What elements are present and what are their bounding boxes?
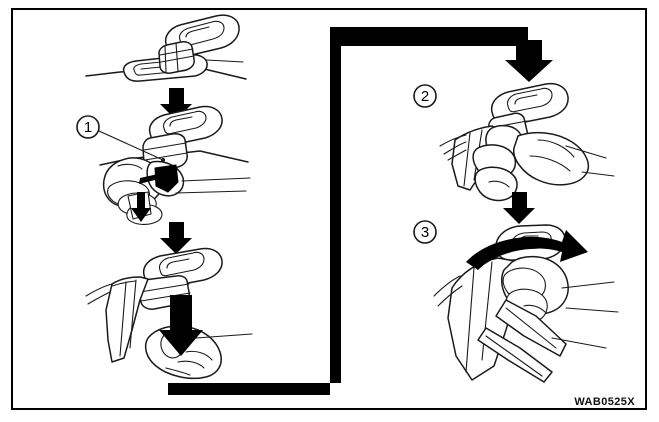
callout-3-label: 3: [421, 224, 429, 241]
arm-line-5a: [561, 281, 615, 289]
latch-neck-edge-4: [175, 42, 179, 72]
belt-webbing: [105, 276, 149, 363]
callout-2-label: 2: [421, 88, 429, 105]
panel-hand-press-release: 1: [76, 105, 251, 225]
finger-grip-3: [474, 166, 518, 202]
callout-3-circle: [413, 220, 437, 244]
arm-line-4a: [565, 145, 607, 159]
panel-rotate-tongue: 3: [413, 220, 619, 383]
finger-crease-4: [488, 180, 510, 188]
hand-back-crease-4b: [529, 155, 571, 172]
tongue-slot-inner-4: [514, 94, 538, 105]
flow-down-arrow-2: [160, 222, 192, 254]
tongue-slot-inner-2: [169, 116, 193, 127]
buckle-edge-2b: [144, 152, 188, 161]
flow-wrap-around-arrow: [168, 27, 553, 395]
rotate-arrow: [466, 230, 588, 270]
buckle-edge-3a: [139, 283, 190, 293]
tongue-plate-slot-4: [506, 87, 553, 113]
belt-fold-5b: [485, 335, 543, 377]
seat-edge-5b: [437, 285, 463, 307]
arm-line-5c: [551, 337, 607, 349]
part-code-label: WAB0525X: [574, 396, 635, 408]
latch-neck-edge-3: [164, 45, 167, 73]
seat-edge-3b: [87, 291, 111, 305]
press-arrow-b: [131, 192, 151, 222]
hand-knuckle-line: [117, 163, 143, 170]
webbing-tail: [206, 59, 244, 63]
pull-down-arrow: [159, 295, 203, 356]
seat-edge-4c: [447, 149, 467, 161]
flow-down-arrow-3: [503, 192, 535, 224]
buckle-edge-2a: [143, 142, 187, 151]
hand-crease-3a: [185, 350, 213, 361]
seat-edge-3: [85, 283, 113, 297]
seat-edge-4b: [443, 141, 467, 155]
press-arrow-a: [139, 168, 170, 186]
panel-grip-tongue: 2: [413, 82, 615, 202]
tongue-slot-inner: [185, 26, 210, 38]
webbing-tail-2: [181, 177, 251, 182]
hand-crease-3c: [165, 367, 191, 376]
callout-1-leader: [98, 130, 164, 161]
panel-buckle-resting: [85, 14, 247, 82]
finger-crease-5: [523, 304, 546, 313]
hand-back-4: [513, 131, 590, 186]
seat-edge-5: [433, 275, 461, 297]
webbing-top-edge: [111, 280, 137, 287]
tongue-slot-inner-3: [166, 258, 190, 269]
webbing-fold-1: [119, 281, 127, 357]
buckle-edge-3b: [140, 292, 191, 302]
belt-fold-5: [505, 307, 557, 349]
panel-pull-belt-down: [85, 247, 253, 380]
webbing-fold-2: [129, 279, 137, 349]
webbing-fold-5a: [465, 267, 475, 373]
callout-2-circle: [413, 84, 437, 108]
tongue-plate-slot-3: [158, 251, 205, 277]
seat-edge-4: [439, 134, 467, 147]
arm-line-4b: [581, 171, 615, 177]
arm-line-3: [195, 333, 253, 339]
webbing-fold-4a: [463, 132, 471, 187]
callout-1-circle: [76, 115, 100, 139]
hand-back-crease-4a: [537, 139, 575, 158]
arm-line-5b: [565, 307, 619, 313]
webbing-tail-2b: [175, 190, 247, 194]
callout-1-anchor-dot: [161, 158, 165, 162]
hand-crease-3b: [177, 360, 205, 369]
callout-1-label: 1: [84, 119, 92, 136]
belt-lower-5: [477, 327, 553, 383]
